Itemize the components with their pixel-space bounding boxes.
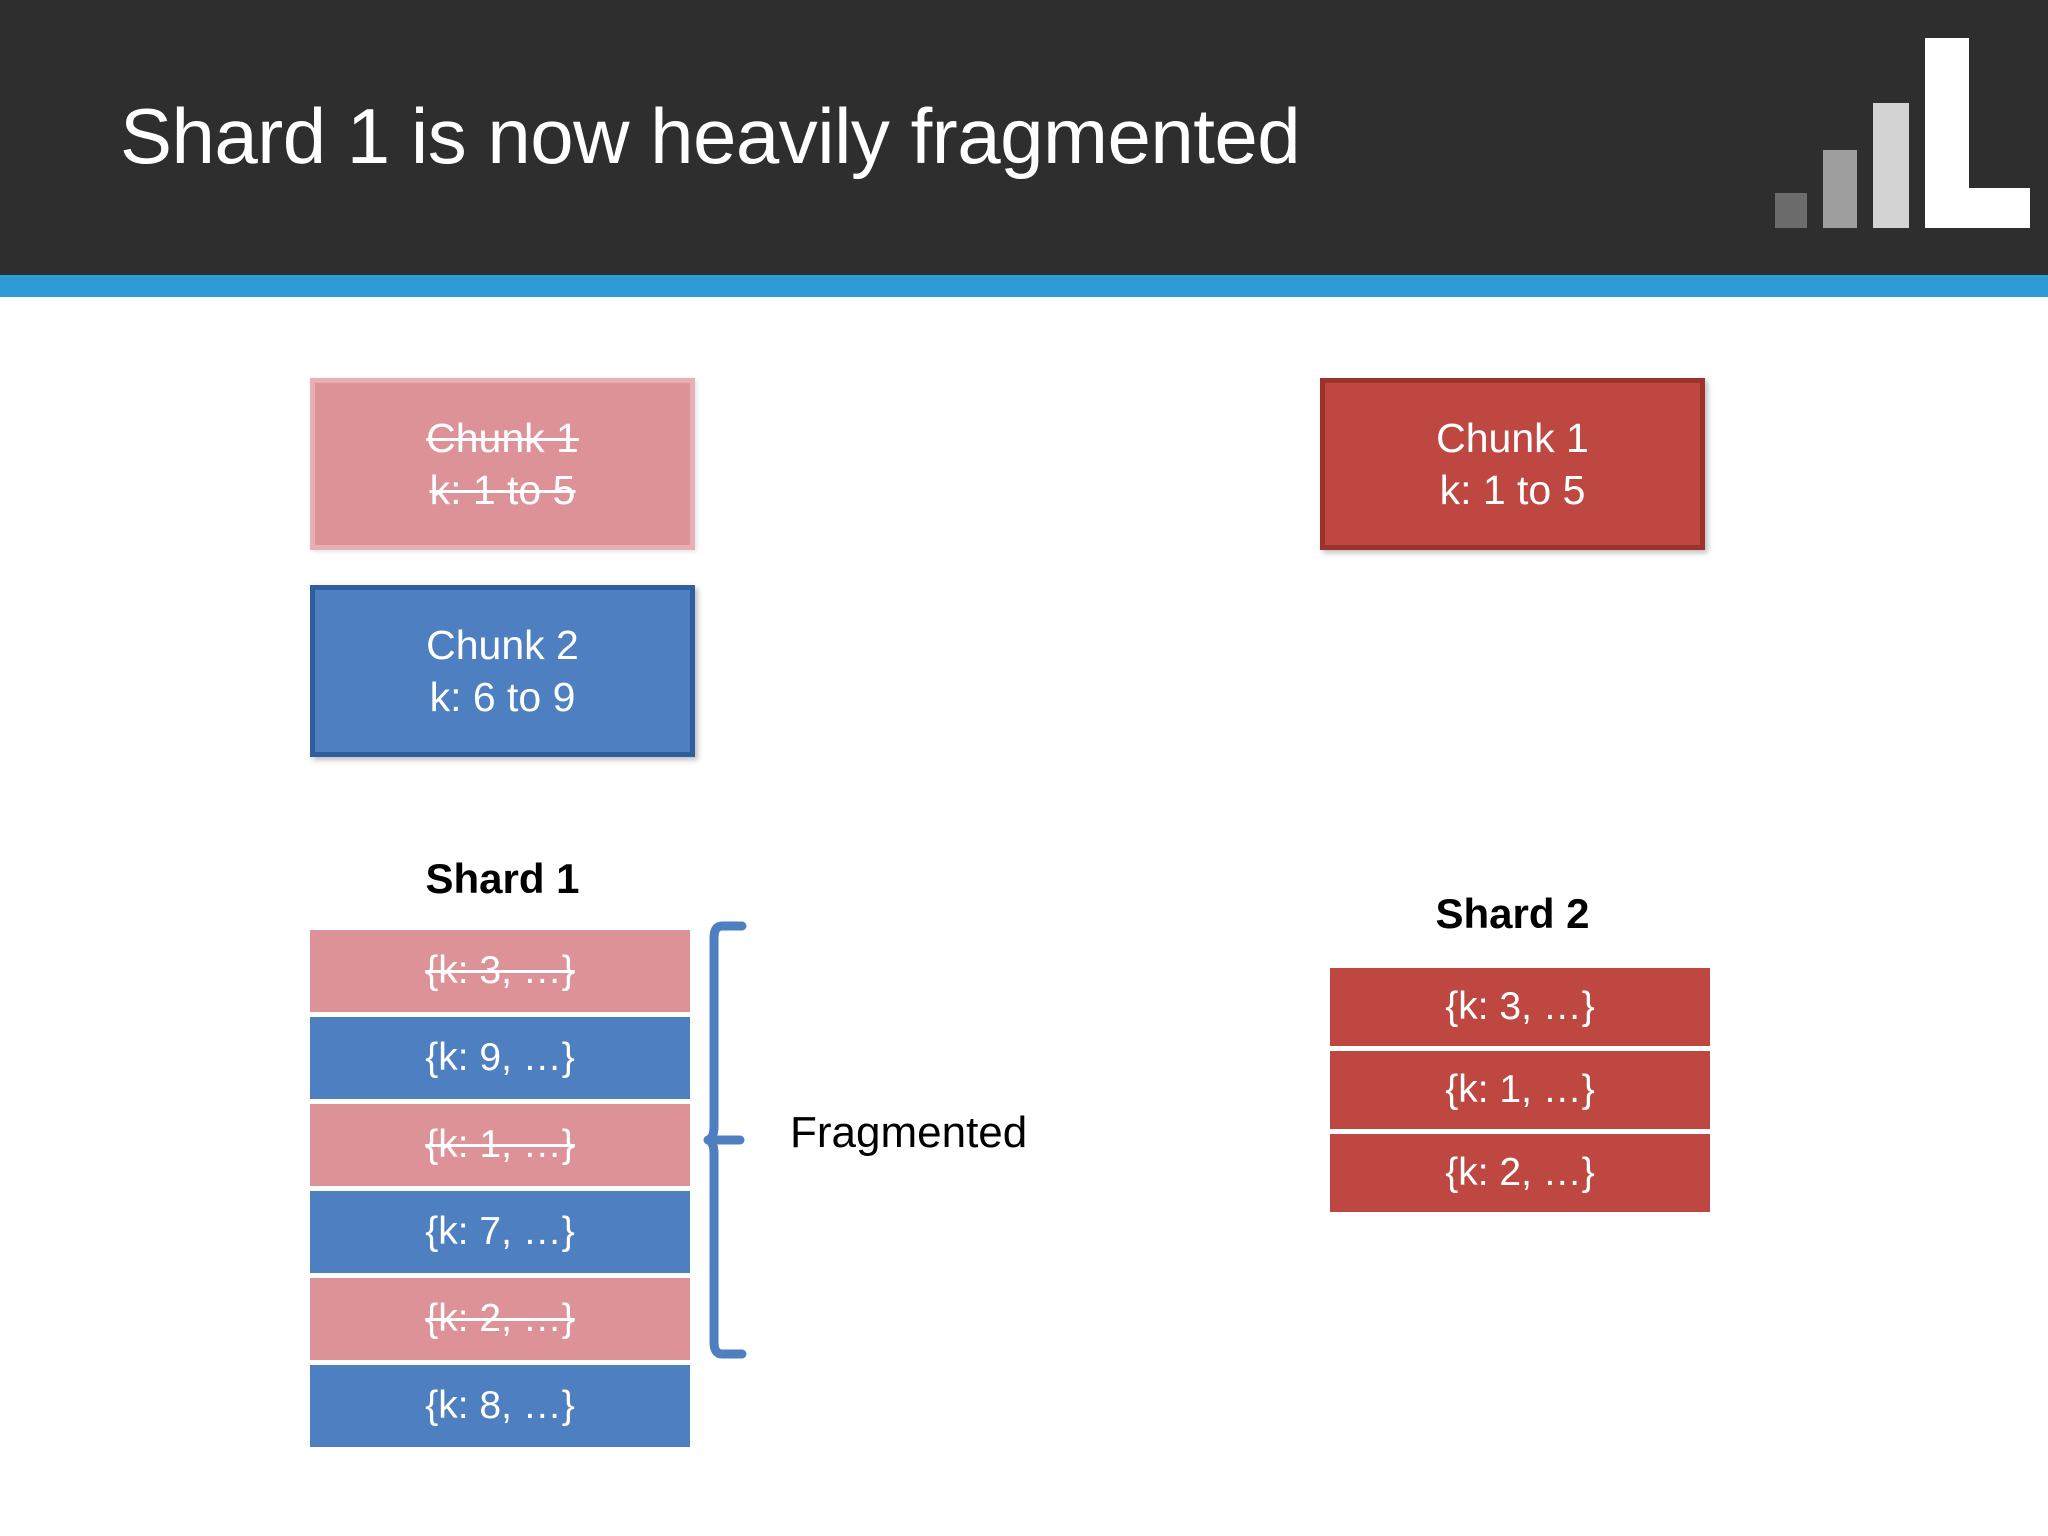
logo-bar-4 xyxy=(1925,38,1969,228)
chunk-box-right-1: Chunk 1 k: 1 to 5 xyxy=(1320,378,1705,550)
document-row: {k: 3, …} xyxy=(1330,968,1710,1046)
logo-bar-1 xyxy=(1775,193,1807,228)
document-row-text: {k: 2, …} xyxy=(425,1297,575,1340)
chunk-box-range: k: 1 to 5 xyxy=(429,467,576,513)
shard-1-document-stack: {k: 3, …} {k: 9, …} {k: 1, …} {k: 7, …} … xyxy=(310,930,690,1452)
logo-bar-2 xyxy=(1823,150,1857,228)
shard-2-document-stack: {k: 3, …} {k: 1, …} {k: 2, …} xyxy=(1330,968,1710,1217)
document-row: {k: 2, …} xyxy=(310,1278,690,1360)
accent-strip xyxy=(0,275,2048,297)
chunk-box-left-1: Chunk 1 k: 1 to 5 xyxy=(310,378,695,550)
shard-1-heading: Shard 1 xyxy=(425,855,580,902)
document-row-text: {k: 3, …} xyxy=(425,949,575,992)
fragmented-label: Fragmented xyxy=(790,1108,1028,1157)
document-row: {k: 8, …} xyxy=(310,1365,690,1447)
logo-bar-3 xyxy=(1873,103,1909,228)
document-row: {k: 7, …} xyxy=(310,1191,690,1273)
document-row-text: {k: 1, …} xyxy=(425,1123,575,1166)
chunk-box-title: Chunk 1 xyxy=(426,414,579,461)
shard-2-heading: Shard 2 xyxy=(1435,890,1590,937)
document-row-text: {k: 8, …} xyxy=(425,1384,575,1427)
document-row-text: {k: 1, …} xyxy=(1445,1068,1595,1111)
chunk-box-range: k: 6 to 9 xyxy=(429,674,576,720)
bar-chart-l-logo xyxy=(1775,38,2030,228)
document-row: {k: 9, …} xyxy=(310,1017,690,1099)
document-row-text: {k: 9, …} xyxy=(425,1036,575,1079)
document-row-text: {k: 7, …} xyxy=(425,1210,575,1253)
document-row: {k: 1, …} xyxy=(1330,1051,1710,1129)
document-row-text: {k: 3, …} xyxy=(1445,985,1595,1028)
chunk-box-left-2: Chunk 2 k: 6 to 9 xyxy=(310,585,695,757)
document-row: {k: 3, …} xyxy=(310,930,690,1012)
chunk-box-title: Chunk 1 xyxy=(1436,414,1589,461)
chunk-box-title: Chunk 2 xyxy=(426,621,579,668)
document-row: {k: 2, …} xyxy=(1330,1134,1710,1212)
document-row: {k: 1, …} xyxy=(310,1104,690,1186)
page-title: Shard 1 is now heavily fragmented xyxy=(120,92,1301,180)
chunk-box-range: k: 1 to 5 xyxy=(1439,467,1586,513)
fragmented-brace-icon xyxy=(703,921,747,1359)
slide-header-bar xyxy=(0,0,2048,275)
document-row-text: {k: 2, …} xyxy=(1445,1151,1595,1194)
